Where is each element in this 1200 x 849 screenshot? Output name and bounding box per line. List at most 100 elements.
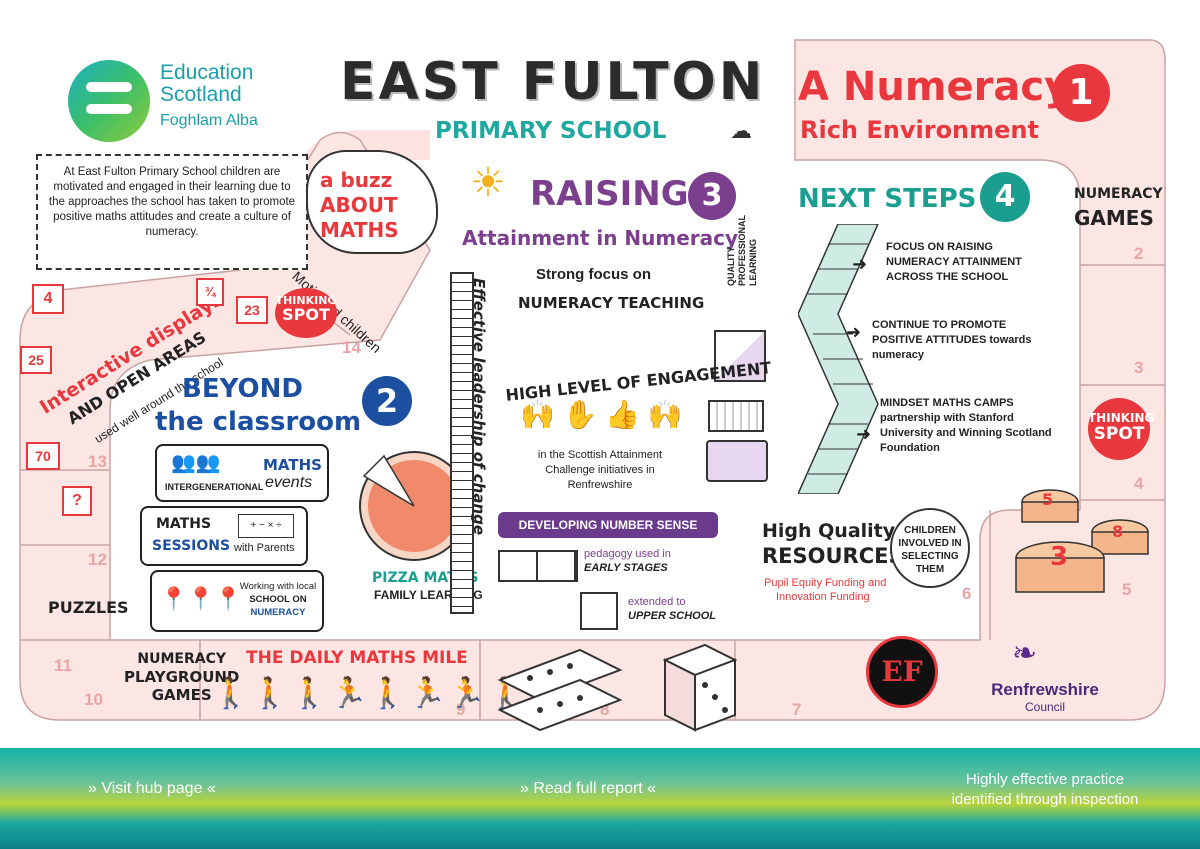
arrow-right-icon: ➜	[856, 424, 872, 444]
maths-sessions-card: MATHS SESSIONS + − × ÷ with Parents	[140, 506, 308, 566]
thinking-spot-2: THINKING SPOT	[1088, 398, 1154, 460]
with-parents-label: with Parents	[234, 542, 295, 554]
logo-text: Education Scotland Foghlam Alba	[160, 62, 258, 132]
numeracy-games-line1: NUMERACY	[1074, 186, 1163, 202]
resources-line1: High Quality	[762, 520, 896, 542]
funding-line2: Innovation Funding	[776, 591, 870, 603]
sessions-line2: SESSIONS	[152, 538, 231, 554]
funding-line1: Pupil Equity Funding and	[764, 577, 887, 589]
read-report-link[interactable]: » Read full report «	[520, 780, 657, 797]
local-school-card: 📍📍📍 Working with local SCHOOL ON NUMERAC…	[150, 570, 324, 632]
practice-line1: Highly effective practice	[965, 771, 1125, 788]
board-number-6: 6	[962, 584, 972, 603]
section3-title: RAISING	[530, 174, 689, 214]
practice-line2: identified through inspection	[951, 791, 1139, 808]
thinking-spot-2-line2: SPOT	[1093, 424, 1145, 444]
page-subtitle: PRIMARY SCHOOL	[435, 118, 667, 144]
number-square-23: 23	[236, 296, 268, 324]
buzz-cloud	[306, 150, 438, 254]
footer-bar: » Visit hub page « » Read full report « …	[0, 748, 1200, 849]
council-label: Council	[1024, 700, 1066, 714]
staircase-icon	[798, 224, 879, 494]
number-square-three-quarters: ¾	[196, 278, 224, 306]
domino-large-icon	[497, 648, 623, 732]
leadership-label: Effective leadership of change	[470, 278, 488, 536]
tablet-icon	[706, 440, 768, 482]
board-number-5: 5	[1122, 580, 1132, 599]
board-number-2: 2	[1134, 244, 1144, 263]
thinking-spot-1-line1: THINKING	[275, 294, 337, 307]
maths-events-line1: MATHS	[263, 456, 322, 474]
pedagogy-line1: pedagogy used in	[584, 548, 671, 560]
calculator-icon	[708, 400, 764, 432]
buzz-text: a buzz ABOUT MATHS	[320, 168, 399, 243]
raised-hands-icon: 🙌 ✋ 👍 🙌	[520, 399, 683, 430]
section1-title: A Numeracy	[798, 64, 1071, 110]
number-square-question: ?	[62, 486, 92, 516]
page-title: EAST FULTON	[340, 52, 766, 112]
number-sense-banner: DEVELOPING NUMBER SENSE	[498, 512, 718, 538]
local-line1: Working with local	[239, 581, 317, 592]
board-number-7: 7	[792, 700, 802, 719]
section4-title: NEXT STEPS	[798, 184, 977, 214]
focus-line2: NUMERACY TEACHING	[518, 294, 705, 312]
education-scotland-logo-icon	[68, 60, 150, 142]
pizza-icon	[359, 451, 469, 561]
drum-number-5: 5	[1042, 490, 1054, 509]
board-number-8: 8	[600, 700, 610, 719]
section4-number: 4	[980, 172, 1030, 222]
quality-line2: PROFESSIONAL	[737, 214, 747, 286]
next-step-3: MINDSET MATHS CAMPS partnership with Sta…	[880, 397, 1052, 454]
sessions-line1: MATHS	[156, 516, 212, 532]
thinking-spot-1-line2: SPOT	[282, 305, 330, 324]
quality-line1: QUALITY	[726, 246, 736, 287]
maths-events-card: 👥👥 INTERGENERATIONAL MATHS events	[155, 444, 329, 502]
focus-line1: Strong focus on	[536, 266, 651, 283]
next-step-2: CONTINUE TO PROMOTE POSITIVE ATTITUDES t…	[872, 319, 1032, 361]
sun-icon: ☀	[470, 161, 506, 205]
board-number-4: 4	[1134, 474, 1144, 493]
intro-text: At East Fulton Primary School children a…	[48, 166, 296, 238]
board-number-10: 10	[84, 690, 103, 709]
local-school-text: Working with local SCHOOL ON NUMERACY	[236, 580, 320, 619]
drum-number-8: 8	[1112, 522, 1124, 541]
ruler-icon	[450, 272, 474, 614]
thinking-spot-1: THINKING SPOT	[275, 288, 337, 338]
dice-large-icon	[662, 643, 738, 732]
people-icon: 👥👥	[171, 452, 221, 474]
school-badge: EF	[866, 636, 938, 708]
practice-text: Highly effective practice identified thr…	[920, 770, 1170, 810]
logo-line2: Scotland	[160, 83, 242, 106]
buzz-line1: a buzz	[320, 168, 393, 192]
next-step-1: FOCUS ON RAISING NUMERACY ATTAINMENT ACR…	[886, 241, 1022, 283]
challenge-text: in the Scottish Attainment Challenge ini…	[537, 449, 663, 491]
section2-title: BEYOND	[182, 374, 303, 404]
children-line2: INVOLVED IN	[898, 538, 962, 549]
arrow-right-icon: ➜	[852, 254, 868, 274]
number-square-4: 4	[32, 284, 64, 314]
extended-line1: extended to	[628, 596, 686, 608]
cloud-icon: ☁	[730, 118, 752, 143]
puzzles-label: PUZZLES	[48, 598, 129, 617]
local-line3: NUMERACY	[250, 607, 306, 618]
playground-line3: GAMES	[151, 686, 212, 704]
visit-hub-link[interactable]: » Visit hub page «	[88, 780, 216, 797]
playground-line1: NUMERACY	[137, 651, 226, 667]
number-square-25: 25	[20, 346, 52, 374]
resources-line2: RESOURCES	[762, 544, 904, 568]
board-number-12: 12	[88, 550, 107, 569]
arrow-right-icon: ➜	[846, 322, 862, 342]
playground-games: NUMERACY PLAYGROUND GAMES	[124, 650, 239, 704]
section1-subtitle: Rich Environment	[800, 116, 1039, 144]
buzz-line3: MATHS	[320, 218, 399, 242]
intergenerational-label: INTERGENERATIONAL	[165, 482, 264, 492]
board-number-14: 14	[342, 338, 361, 357]
playground-line2: PLAYGROUND	[124, 668, 240, 686]
pedagogy-line2: EARLY STAGES	[584, 562, 668, 574]
numeracy-games-line2: GAMES	[1074, 206, 1154, 230]
number-square-70: 70	[26, 442, 60, 470]
quality-learning-label: QUALITY PROFESSIONAL LEARNING	[726, 215, 759, 286]
children-line3: SELECTING	[901, 551, 959, 562]
numeracy-games: NUMERACY GAMES	[1074, 182, 1163, 230]
board-number-3: 3	[1134, 358, 1144, 377]
